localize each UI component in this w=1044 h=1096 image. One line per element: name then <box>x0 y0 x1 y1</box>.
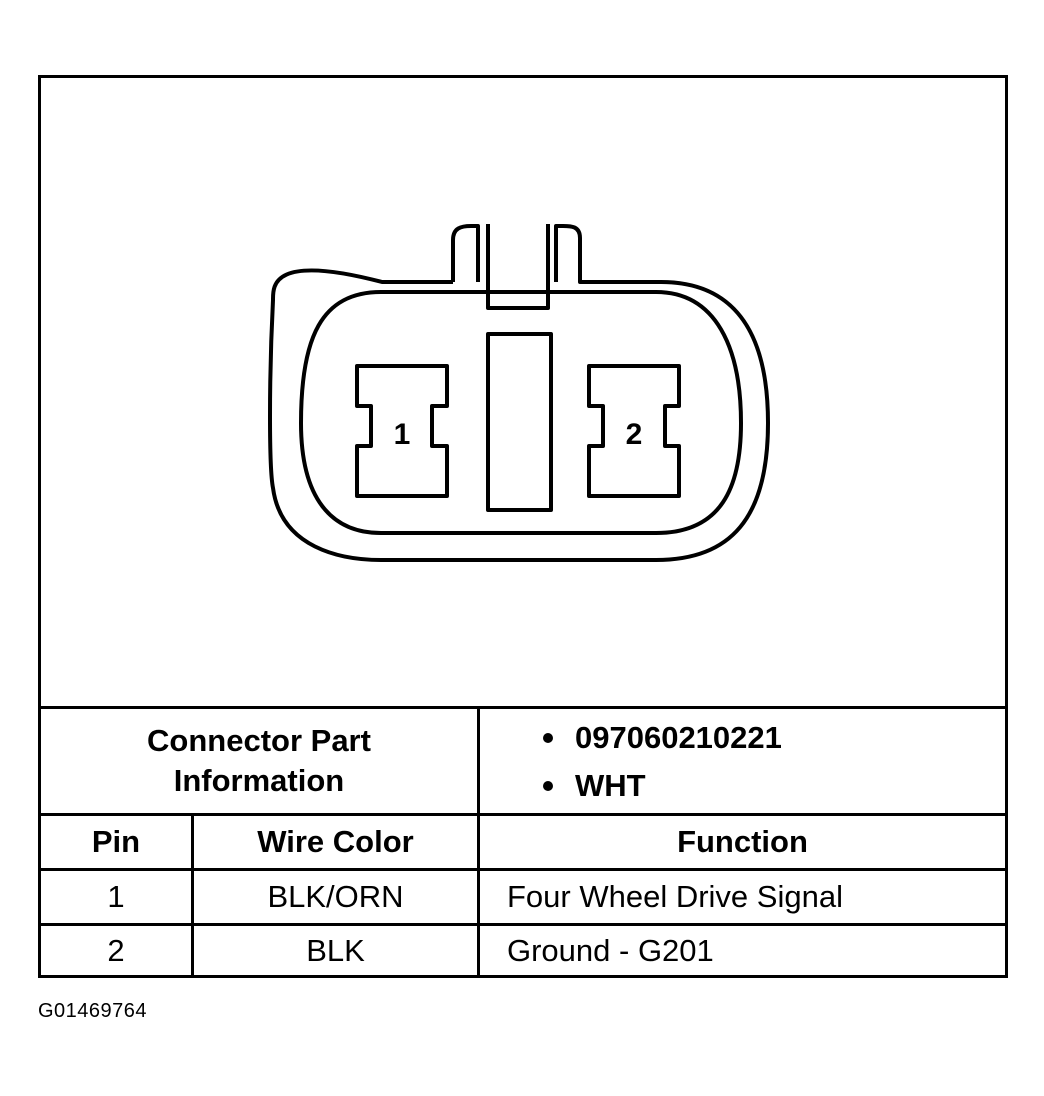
part-info-item: WHT <box>543 766 646 806</box>
table-rule-1 <box>41 813 1005 816</box>
table-rule-3 <box>41 923 1005 926</box>
connector-face-drawing: 1 2 <box>268 224 770 562</box>
connector-inner-housing <box>299 290 743 535</box>
part-info-label-line2: Information <box>173 763 345 798</box>
row-1-pin: 1 <box>107 879 125 914</box>
row-2-wire-color: BLK <box>306 932 365 968</box>
header-pin: Pin <box>91 824 141 859</box>
row-1-function: Four Wheel Drive Signal <box>507 879 843 914</box>
part-info-label: Connector Part Information <box>147 721 371 801</box>
row-2-pin: 2 <box>107 932 125 968</box>
part-color: WHT <box>575 768 646 803</box>
connector-outer-housing-left-tab <box>451 224 480 282</box>
pin-2-label: 2 <box>626 418 643 451</box>
table-divider-main <box>477 706 480 975</box>
part-info-label-cell: Connector Part Information <box>41 709 477 813</box>
bullet-icon <box>543 733 553 743</box>
part-number: 097060210221 <box>575 720 782 755</box>
pin-1-label: 1 <box>394 418 411 451</box>
header-function: Function <box>677 824 808 859</box>
table-top-rule <box>41 706 1005 709</box>
row-2-function: Ground - G201 <box>507 932 714 968</box>
table-rule-2 <box>41 868 1005 871</box>
connector-outer-housing <box>268 224 770 562</box>
pin-2-cavity <box>587 364 681 498</box>
connector-center-key <box>486 332 553 512</box>
bullet-icon <box>543 781 553 791</box>
header-wire-color: Wire Color <box>257 824 414 859</box>
part-info-item: 097060210221 <box>543 718 782 758</box>
connector-locking-tab <box>486 224 550 310</box>
connector-info-table: Connector Part Information 097060210221 … <box>41 706 1005 975</box>
figure-id: G01469764 <box>38 1000 148 1022</box>
pin-1-cavity <box>355 364 449 498</box>
part-info-label-line1: Connector Part <box>147 723 371 758</box>
row-1-wire-color: BLK/ORN <box>267 879 404 914</box>
connector-diagram-frame: 1 2 Connector Part Information 097060210… <box>38 75 1008 978</box>
table-divider-pin <box>191 813 194 975</box>
